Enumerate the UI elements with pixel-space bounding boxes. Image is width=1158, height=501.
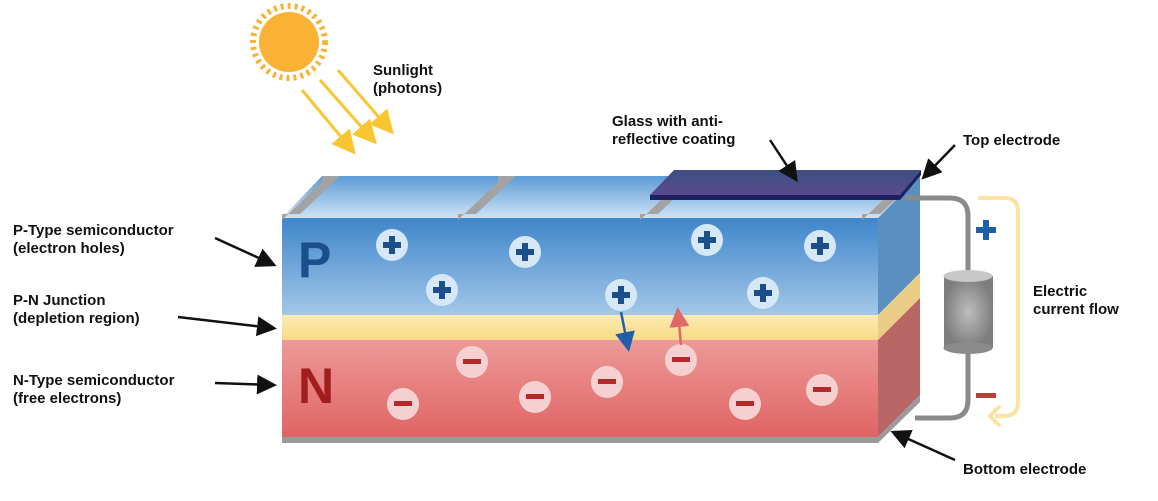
- hole-plus-icon: [605, 279, 637, 311]
- side-j: [878, 273, 920, 340]
- n-layer: [282, 340, 878, 437]
- side-n: [878, 298, 920, 437]
- glass-layer: [650, 170, 921, 200]
- sunlight-rays: [300, 69, 394, 155]
- top-electrode-label: Top electrode: [963, 132, 1061, 149]
- circuit-minus-icon: [976, 393, 996, 398]
- sunlight-label: Sunlight(photons): [373, 62, 443, 97]
- hole-plus-icon: [691, 224, 723, 256]
- electron-minus-icon: [591, 366, 623, 398]
- hole-plus-icon: [747, 277, 779, 309]
- hole-plus-icon: [376, 229, 408, 261]
- n-letter: N: [298, 358, 335, 414]
- p-type-label: P-Type semiconductor(electron holes): [13, 222, 174, 257]
- n-type-label: N-Type semiconductor(free electrons): [13, 372, 175, 407]
- electron-motion-arrow: [615, 311, 635, 352]
- hole-plus-icon: [509, 236, 541, 268]
- electron-minus-icon: [729, 388, 761, 420]
- circuit-wire: [905, 195, 971, 421]
- bottom-electrode: [282, 395, 920, 443]
- electron-minus-icon: [806, 374, 838, 406]
- bottom-electrode-label: Bottom electrode: [963, 461, 1087, 478]
- load-resistor: [943, 270, 993, 354]
- hole-motion-arrow: [669, 307, 690, 346]
- pn-junction-label: P-N Junction(depletion region): [13, 292, 140, 327]
- hole-plus-icon: [426, 274, 458, 306]
- pointer-arrows: [177, 139, 956, 462]
- side-p: [878, 176, 920, 315]
- circuit-plus-icon: [976, 220, 996, 240]
- hole-plus-icon: [804, 230, 836, 262]
- current-flow-arrow: [978, 196, 1020, 418]
- p-layer: [282, 218, 878, 315]
- electron-minus-icon: [519, 381, 551, 413]
- electron-minus-icon: [665, 344, 697, 376]
- electron-minus-icon: [456, 346, 488, 378]
- glass-label: Glass with anti-reflective coating: [612, 113, 736, 148]
- electron-minus-icon: [387, 388, 419, 420]
- pn-junction-layer: [282, 315, 878, 340]
- sun-icon: [250, 3, 328, 81]
- p-letter: P: [298, 232, 332, 288]
